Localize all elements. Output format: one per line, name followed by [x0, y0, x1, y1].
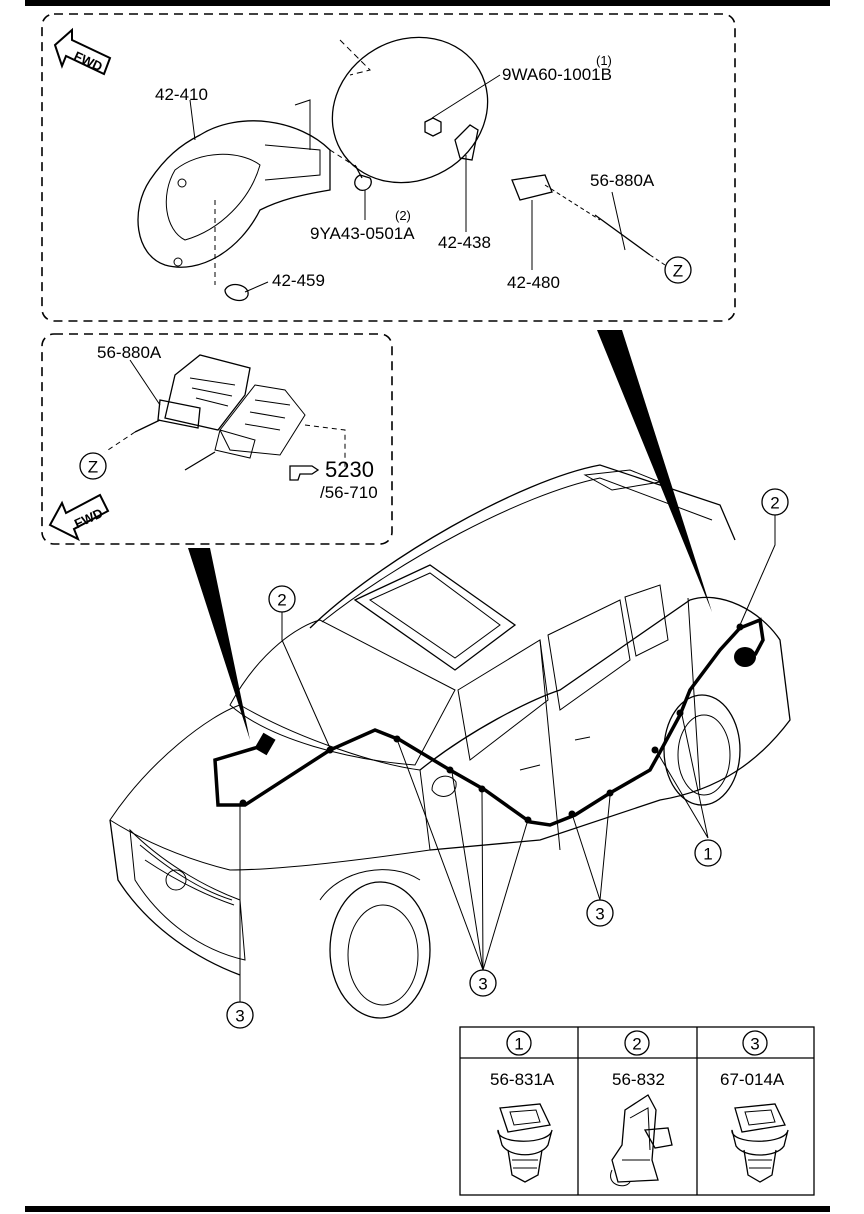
legend-num-1: [506, 1030, 532, 1056]
part-56-880a-mid: 56-880A: [97, 343, 162, 362]
callout-3-right-label: 3: [595, 905, 604, 924]
mid-inset-frame: [41, 333, 393, 545]
legend-num-1-label: 1: [514, 1035, 523, 1054]
fwd-arrow-mid-icon: FWD: [48, 493, 110, 542]
top-border: [25, 0, 830, 6]
cable-56-880a: [594, 214, 651, 256]
legend-table: 1 2 3 56-831A 56-832 67-014A: [459, 1026, 815, 1196]
callout-2-left: [268, 585, 296, 613]
pointer-wedge-right: [597, 330, 712, 612]
part-56-710: /56-710: [320, 483, 378, 502]
ref-z-top-label: Z: [673, 262, 683, 281]
legend-part-56-832: 56-832: [612, 1070, 665, 1089]
callout-2-right: [761, 488, 789, 516]
top-inset: FWD: [41, 13, 736, 322]
callout-3-center-label: 3: [478, 975, 487, 994]
callout-2-left-label: 2: [277, 591, 286, 610]
bolt-9ya43: [354, 164, 372, 191]
callout-2-right-label: 2: [770, 494, 779, 513]
clip-56-831a-icon: [497, 1103, 553, 1183]
lever-assembly: [157, 354, 306, 459]
callout-1-label: 1: [703, 845, 712, 864]
legend-num-2-label: 2: [632, 1035, 641, 1054]
harness-connector: [254, 732, 276, 756]
legend-num-2: [624, 1030, 650, 1056]
clip-42-459: [224, 283, 249, 302]
vehicle-outline: [109, 464, 791, 1019]
part-42-438: 42-438: [438, 233, 491, 252]
qty-9wa60: (1): [596, 53, 612, 68]
top-inset-frame: [41, 13, 736, 322]
pointing-hand-icon: [289, 465, 320, 481]
ref-z-mid-label: Z: [88, 458, 98, 477]
part-42-410: 42-410: [155, 85, 208, 104]
legend-part-56-831a: 56-831A: [490, 1070, 555, 1089]
clip-markers: [239, 623, 744, 824]
cable-56-880a-mid: [134, 419, 161, 433]
callout-1: [694, 839, 722, 867]
opener-42-480: [511, 174, 553, 201]
fwd-arrow-icon: FWD: [53, 27, 112, 76]
callout-3-right: [586, 899, 614, 927]
clip-56-832-icon: [610, 1094, 673, 1187]
callout-3-left-label: 3: [235, 1007, 244, 1026]
legend-num-3-label: 3: [750, 1035, 759, 1054]
part-42-480: 42-480: [507, 273, 560, 292]
clip-67-014a-icon: [731, 1103, 789, 1183]
pointer-wedge-left: [188, 548, 250, 740]
legend-part-67-014a: 67-014A: [720, 1070, 785, 1089]
part-5230: 5230: [325, 457, 374, 482]
callout-3-center: [469, 969, 497, 997]
legend-num-3: [742, 1030, 768, 1056]
fuel-lid-outline: [331, 36, 489, 184]
mid-inset: 56-880A Z 5230 /56-710 FWD: [41, 333, 393, 545]
nut-9wa60: [424, 117, 442, 137]
fuel-filler-housing: [137, 99, 331, 268]
lid-dashed-guide: [339, 39, 371, 76]
part-56-880a-top: 56-880A: [590, 171, 655, 190]
part-9wa60-1001b: 9WA60-1001B: [502, 65, 612, 84]
qty-9ya43: (2): [395, 208, 411, 223]
part-42-459: 42-459: [272, 271, 325, 290]
hinge-42-438: [454, 124, 479, 161]
ref-z-top: [664, 256, 692, 284]
callout-3-left: [226, 1001, 254, 1029]
part-9ya43-0501a: 9YA43-0501A: [310, 224, 415, 243]
ref-z-mid: [79, 452, 107, 480]
cable-harness-route: [213, 617, 765, 827]
bottom-border: [25, 1206, 830, 1212]
